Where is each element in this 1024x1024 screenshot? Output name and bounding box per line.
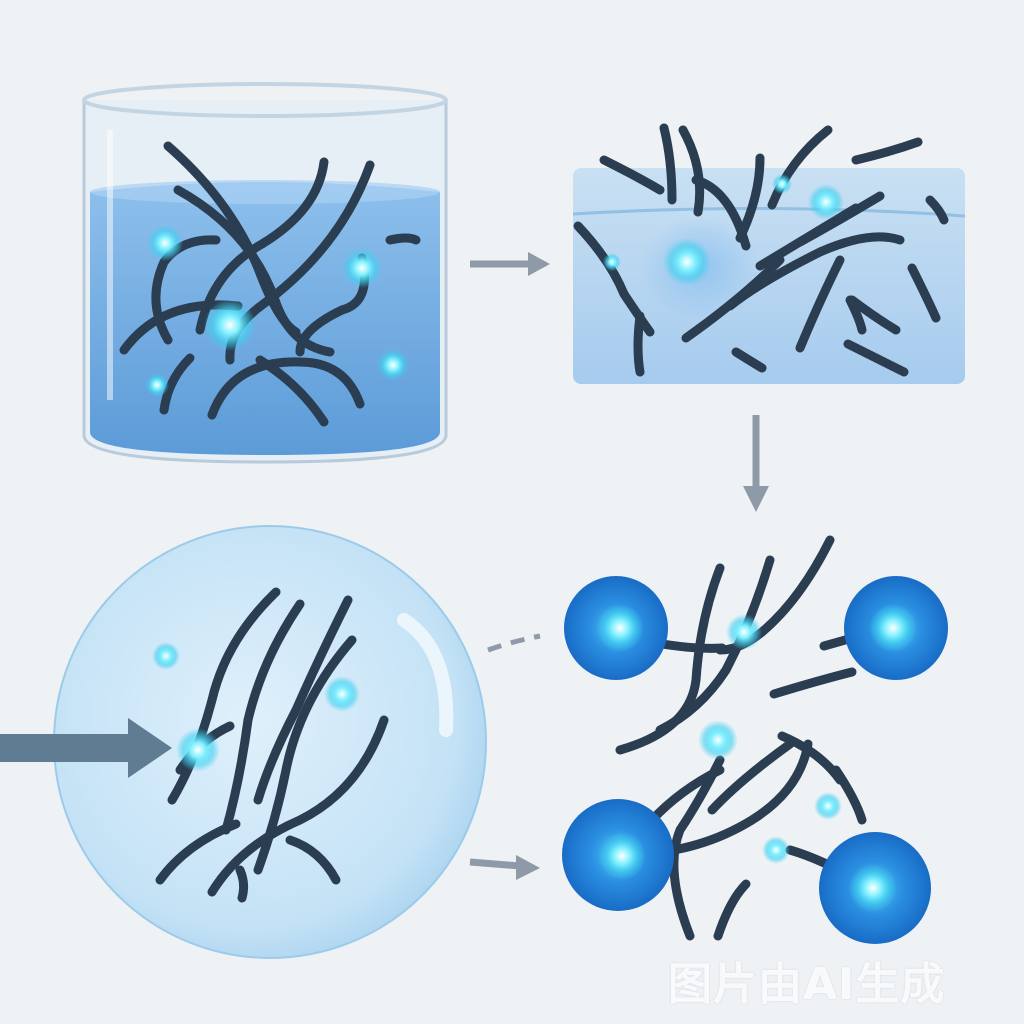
sphere-panel — [53, 525, 487, 959]
surface-fibers — [573, 123, 949, 377]
beaker-glow-particles — [145, 225, 409, 397]
ai-watermark: 图片由AI生成 — [668, 959, 946, 1010]
sphere-glow-particles — [152, 642, 360, 772]
surface-panel — [572, 123, 966, 384]
arrow-right-1 — [470, 252, 550, 276]
beaker-panel — [82, 82, 448, 464]
surface-glow-particles — [603, 174, 844, 286]
dashed-connector — [487, 633, 541, 653]
sphere-fibers — [155, 587, 389, 903]
beaker-rim — [82, 82, 448, 118]
beaker-liquid — [90, 182, 440, 455]
network-fibers — [615, 535, 897, 941]
arrow-into-sphere — [0, 718, 172, 778]
network-glow-particles — [596, 604, 917, 912]
arrow-right-2 — [469, 855, 540, 880]
network-panel — [562, 535, 948, 944]
arrow-down-1 — [743, 415, 769, 512]
